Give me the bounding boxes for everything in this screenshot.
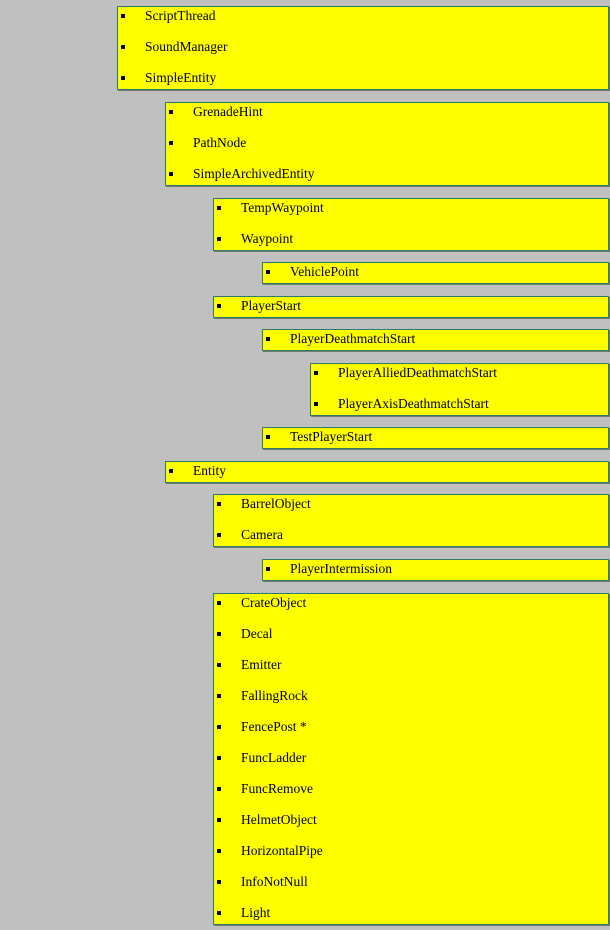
bullet-icon bbox=[314, 402, 318, 406]
class-list-level-2 bbox=[213, 494, 609, 547]
bullet-icon bbox=[217, 533, 221, 537]
bullet-icon bbox=[169, 141, 173, 145]
class-name-label: Decal bbox=[241, 626, 273, 641]
bullet-icon bbox=[169, 172, 173, 176]
bullet-icon bbox=[266, 567, 270, 571]
class-list-level-0 bbox=[117, 6, 609, 90]
bullet-icon bbox=[217, 502, 221, 506]
bullet-icon bbox=[217, 206, 221, 210]
class-list-level-1 bbox=[165, 102, 609, 186]
class-name-label: PlayerIntermission bbox=[290, 561, 392, 576]
class-name-label: SimpleArchivedEntity bbox=[193, 166, 315, 181]
class-name-label: BarrelObject bbox=[241, 496, 311, 511]
bullet-icon bbox=[217, 632, 221, 636]
class-name-label: PlayerDeathmatchStart bbox=[290, 331, 416, 346]
class-list-level-2 bbox=[213, 296, 609, 318]
bullet-icon bbox=[121, 14, 125, 18]
bullet-icon bbox=[217, 880, 221, 884]
class-list-level-4 bbox=[310, 363, 609, 416]
class-list-level-3 bbox=[262, 559, 609, 581]
bullet-icon bbox=[121, 76, 125, 80]
bullet-icon bbox=[266, 435, 270, 439]
class-list-level-2 bbox=[213, 593, 609, 925]
class-name-label: PlayerStart bbox=[241, 298, 301, 313]
class-list-level-1 bbox=[165, 461, 609, 483]
class-name-label: FallingRock bbox=[241, 688, 308, 703]
class-name-label: Waypoint bbox=[241, 231, 294, 246]
class-list-level-3 bbox=[262, 329, 609, 351]
class-name-label: InfoNotNull bbox=[241, 874, 308, 889]
bullet-icon bbox=[169, 110, 173, 114]
bullet-icon bbox=[314, 371, 318, 375]
class-list-level-3 bbox=[262, 427, 609, 449]
bullet-icon bbox=[217, 787, 221, 791]
class-name-label: Entity bbox=[193, 463, 226, 478]
class-name-label: Camera bbox=[241, 527, 283, 542]
class-name-label: PlayerAlliedDeathmatchStart bbox=[338, 365, 497, 380]
bullet-icon bbox=[217, 725, 221, 729]
bullet-icon bbox=[217, 694, 221, 698]
class-name-label: ScriptThread bbox=[145, 8, 216, 23]
class-name-label: TempWaypoint bbox=[241, 200, 324, 215]
bullet-icon bbox=[266, 270, 270, 274]
bullet-icon bbox=[121, 45, 125, 49]
bullet-icon bbox=[217, 849, 221, 853]
class-list-level-3 bbox=[262, 262, 609, 284]
class-name-label: PlayerAxisDeathmatchStart bbox=[338, 396, 489, 411]
class-name-label: SimpleEntity bbox=[145, 70, 217, 85]
bullet-icon bbox=[266, 337, 270, 341]
bullet-icon bbox=[217, 304, 221, 308]
bullet-icon bbox=[217, 756, 221, 760]
class-list-level-2 bbox=[213, 198, 609, 251]
class-name-label: Light bbox=[241, 905, 271, 920]
class-name-label: Emitter bbox=[241, 657, 282, 672]
class-name-label: TestPlayerStart bbox=[290, 429, 373, 444]
bullet-icon bbox=[217, 237, 221, 241]
class-name-label: CrateObject bbox=[241, 595, 307, 610]
class-name-label: FuncLadder bbox=[241, 750, 307, 765]
bullet-icon bbox=[217, 911, 221, 915]
class-name-label: FencePost * bbox=[241, 719, 307, 734]
class-name-label: VehiclePoint bbox=[290, 264, 359, 279]
bullet-icon bbox=[217, 818, 221, 822]
class-name-label: PathNode bbox=[193, 135, 247, 150]
class-name-label: HorizontalPipe bbox=[241, 843, 323, 858]
class-name-label: HelmetObject bbox=[241, 812, 317, 827]
bullet-icon bbox=[169, 469, 173, 473]
class-name-label: GrenadeHint bbox=[193, 104, 263, 119]
bullet-icon bbox=[217, 601, 221, 605]
class-name-label: SoundManager bbox=[145, 39, 228, 54]
bullet-icon bbox=[217, 663, 221, 667]
class-name-label: FuncRemove bbox=[241, 781, 313, 796]
